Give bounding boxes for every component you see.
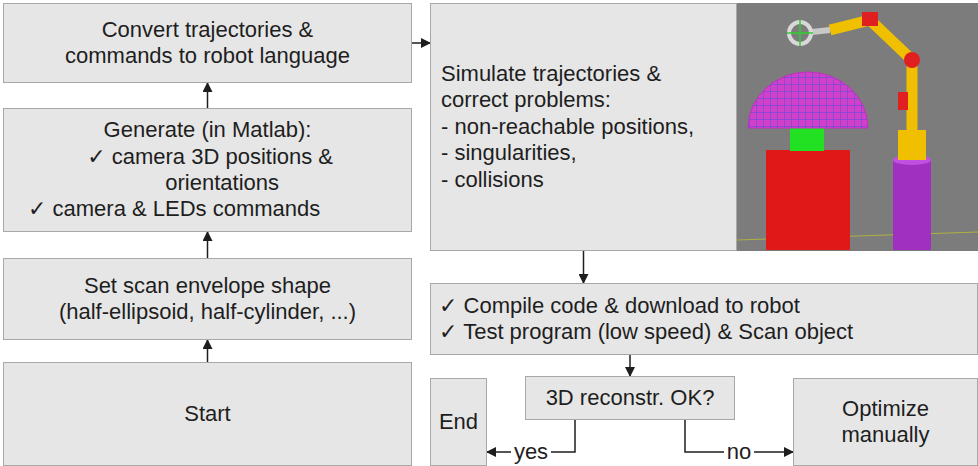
flow-arrow [207,83,209,108]
box-heading: Simulate trajectories & correct problems… [441,61,711,114]
box-text: (half-ellipsoid, half-cylinder, ...) [59,299,356,325]
edge-label: no [724,440,754,464]
process-box: Convert trajectories & commands to robot… [3,3,412,83]
box-text: ✓ camera 3D positions & orientations [28,144,392,197]
terminal-box: End [430,378,487,466]
flow-arrow [583,251,585,283]
process-box: Generate (in Matlab):✓ camera 3D positio… [3,108,412,232]
box-text: - non-reachable positions, [441,114,694,140]
box-heading: Generate (in Matlab): [104,117,312,143]
box-text: Start [184,401,230,427]
box-text: - collisions [441,167,554,193]
flow-arrow [207,340,209,362]
box-text: - singularities, [441,140,587,166]
box-text: ✓ camera & LEDs commands [28,196,320,222]
decision-box: 3D reconstr. OK? [525,376,735,420]
box-text: Convert trajectories & commands to robot… [58,17,358,70]
flow-arrow [207,232,209,258]
flow-arrow [629,355,631,376]
box-text: Optimize manually [811,396,961,449]
terminal-box: Start [3,362,412,466]
box-text: ✓ Compile code & download to robot [439,293,800,319]
flow-arrow [412,42,430,44]
box-text: End [439,409,478,435]
process-box: Simulate trajectories & correct problems… [430,3,737,251]
process-box: Set scan envelope shape(half-ellipsoid, … [3,258,412,340]
edge-label: yes [511,440,551,464]
process-box: ✓ Compile code & download to robot✓ Test… [430,283,978,355]
box-text: ✓ Test program (low speed) & Scan object [439,319,853,345]
process-box: Optimize manually [793,378,978,466]
box-text: Set scan envelope shape [84,273,331,299]
box-text: 3D reconstr. OK? [546,385,715,411]
